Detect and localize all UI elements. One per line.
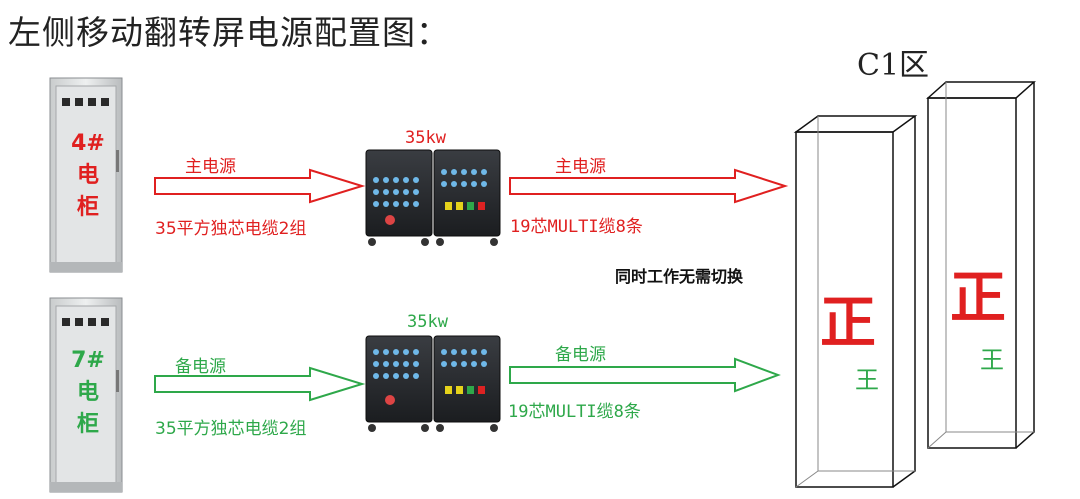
- screen-box-1: [793, 115, 918, 488]
- main-output-arrow: [509, 168, 789, 204]
- cabinet-7-label: 7# 电 柜: [68, 345, 108, 441]
- main-power-label: 35kw: [405, 128, 446, 148]
- distribution-box-main: [365, 149, 501, 246]
- main-input-arrow: [154, 168, 366, 204]
- distribution-box-backup: [365, 335, 501, 432]
- cabinet-7-number: 7#: [71, 348, 105, 373]
- screen-2-sub-char: 王: [980, 346, 1004, 374]
- main-input-label: 主电源: [185, 157, 236, 177]
- backup-output-label: 备电源: [555, 345, 606, 365]
- cabinet-7-line1: 电: [76, 379, 99, 405]
- backup-power-label: 35kw: [407, 312, 448, 332]
- simultaneous-note: 同时工作无需切换: [615, 267, 744, 286]
- backup-output-arrow: [509, 357, 781, 393]
- cabinet-7-line2: 柜: [76, 411, 99, 437]
- main-output-label: 主电源: [555, 157, 606, 177]
- backup-input-arrow: [154, 366, 366, 402]
- backup-output-cable: 19芯MULTI缆8条: [508, 402, 641, 422]
- backup-input-cable: 35平方独芯电缆2组: [155, 419, 307, 439]
- cabinet-4: [49, 77, 123, 273]
- cabinet-4-line1: 电: [76, 162, 99, 188]
- main-input-cable: 35平方独芯电缆2组: [155, 219, 307, 239]
- main-output-cable: 19芯MULTI缆8条: [510, 217, 643, 237]
- cabinet-7: [49, 297, 123, 493]
- screen-box-2: [926, 81, 1036, 449]
- screen-1-sub-char: 王: [855, 366, 879, 394]
- page-title: 左侧移动翻转屏电源配置图：: [8, 13, 450, 52]
- zone-label: C1区: [857, 48, 930, 83]
- cabinet-4-line2: 柜: [76, 194, 99, 220]
- screen-1-main-char: 正: [820, 290, 876, 356]
- cabinet-4-number: 4#: [71, 131, 105, 156]
- cabinet-4-label: 4# 电 柜: [68, 128, 108, 224]
- backup-input-label: 备电源: [175, 357, 226, 377]
- screen-2-main-char: 正: [950, 265, 1006, 331]
